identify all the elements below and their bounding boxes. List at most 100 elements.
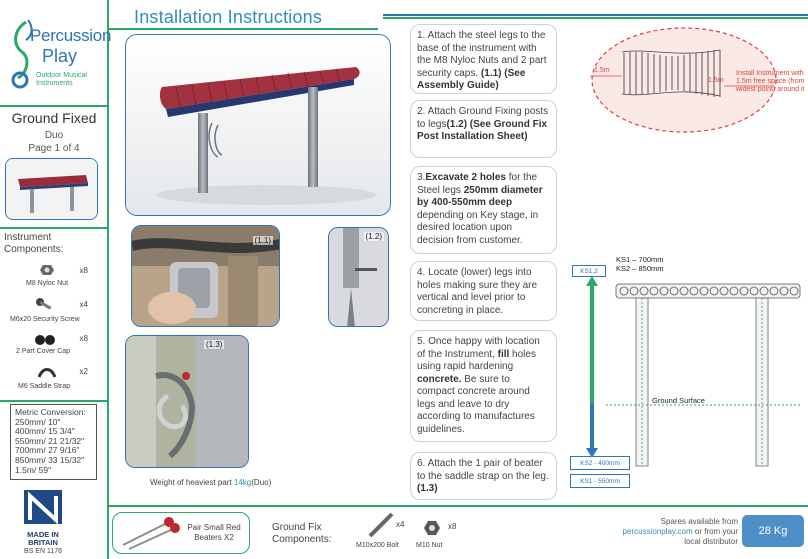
beaters-label: Pair Small Red Beaters X2: [187, 523, 241, 542]
step-text: Attach the 1 pair of beater to the saddl…: [417, 458, 549, 482]
nut-icon: [424, 521, 440, 535]
weight-note-suffix: (Duo): [251, 478, 272, 487]
step-4: 4. Locate (lower) legs into holes making…: [410, 261, 557, 321]
header-rule: [108, 28, 378, 30]
header-rule-right-green: [383, 17, 808, 19]
page-title: Installation Instructions: [134, 7, 323, 27]
made-in-label: MADE IN BRITAIN: [27, 530, 59, 547]
beaters-box: [112, 512, 250, 554]
component-label: M8 Nyloc Nut: [26, 280, 69, 287]
step-bold: concrete.: [417, 373, 462, 385]
step-number: 4.: [417, 267, 426, 278]
metric-line: 850mm/ 33 15/32": [15, 454, 85, 465]
photo-label: (1.2): [363, 232, 384, 241]
page-indicator: Page 1 of 4: [28, 143, 80, 154]
photo-step-1-3: (1.3): [125, 335, 249, 468]
brand-logo: Percussion Play Outdoor Musical Instrume…: [8, 12, 111, 100]
step-text: Be sure to compact concrete around legs …: [417, 373, 535, 435]
component-qty: x4: [79, 300, 88, 309]
component-qty: x8: [79, 266, 88, 275]
brand-subtitle: Outdoor Musical Instruments: [36, 72, 87, 87]
component-qty: x8: [79, 334, 88, 343]
cover-cap-icon: [35, 335, 55, 345]
ground-surface-label: Ground Surface: [652, 396, 705, 405]
free-space-diagram: 1.5m 1.5m: [590, 27, 777, 133]
product-title: Ground Fixed: [11, 110, 97, 126]
step-text: Once happy with location of the Instrume…: [417, 336, 540, 360]
step-text: for the Steel legs: [417, 172, 538, 196]
ground-fix-qty: x8: [448, 522, 457, 531]
metric-line: 550mm/ 21 21/32": [15, 435, 85, 446]
component-label: M6 Saddle Strap: [18, 383, 71, 390]
metric-line: Metric Conversion:: [15, 407, 86, 417]
components-heading: Instrument Components:: [4, 232, 64, 255]
metric-conversion-box: Metric Conversion: 250mm/ 10" 400mm/ 15 …: [10, 404, 97, 480]
bottom-rule: [108, 505, 808, 507]
photo-step-1-1: (1.1): [131, 225, 280, 327]
product-image: [125, 34, 391, 216]
sidebar-rule-3: [0, 400, 108, 402]
step-bold: Excavate 2 holes: [425, 172, 506, 183]
sidebar-divider: [107, 0, 109, 559]
total-weight-badge: 28 Kg: [742, 515, 804, 547]
ks1-depth-box: KS1 - 550mm: [570, 474, 630, 488]
step-2: 2. Attach Ground Fixing posts to legs(1.…: [410, 100, 557, 158]
sidebar: Percussion Play Outdoor Musical Instrume…: [0, 0, 111, 559]
screw-icon: [36, 298, 52, 310]
step-text: holes using rapid hardening: [417, 348, 536, 373]
space-left-dim: 1.5m: [594, 67, 610, 74]
step-text: depending on Key stage, in desired locat…: [417, 209, 539, 246]
bolt-icon: [368, 512, 394, 538]
spares-link[interactable]: percussionplay.com: [622, 527, 693, 536]
spares-line2: or from your local distributor: [684, 527, 738, 546]
step-5: 5. Once happy with location of the Instr…: [410, 330, 557, 442]
section-diagram: [586, 276, 802, 467]
photo-label: (1.1): [252, 236, 273, 245]
brand-name-line1: Percussion: [30, 26, 112, 45]
sidebar-rule-1: [0, 105, 108, 107]
ground-fix-label: M10x200 Bolt: [356, 542, 399, 549]
metric-line: 700mm/ 27 9/16": [15, 445, 80, 456]
step-number: 6.: [417, 458, 426, 469]
weight-note-prefix: Weight of heaviest part: [150, 478, 234, 487]
step-6: 6. Attach the 1 pair of beater to the sa…: [410, 452, 557, 500]
header-rule-right: [383, 14, 808, 16]
beater-icon: [122, 517, 180, 550]
saddle-strap-icon: [38, 368, 56, 378]
step-number: 2.: [417, 106, 426, 117]
ks2-height-label: KS2 – 850mm: [616, 264, 664, 273]
step-3: 3.Excavate 2 holes for the Steel legs 25…: [410, 166, 557, 254]
nut-icon: [40, 265, 54, 275]
free-space-note: Install Instrument with 1.5m free space …: [736, 70, 805, 93]
weight-note-value: 14kg: [233, 478, 252, 487]
music-note-icon: [11, 19, 33, 89]
ground-fix-heading: Ground Fix Components:: [272, 522, 332, 545]
step-number: 1.: [417, 30, 426, 41]
ks2-depth-box: KS2 - 400mm: [570, 456, 630, 470]
product-variant: Duo: [44, 130, 64, 141]
step-text: Attach the steel legs to the base of the…: [417, 30, 547, 79]
metric-line: 250mm/ 10": [15, 416, 61, 427]
component-label: M6x20 Security Screw: [10, 316, 80, 323]
photo-step-1-2: (1.2): [328, 227, 389, 327]
step-ref: (1.1) (See Assembly Guide): [417, 67, 526, 92]
step-bold: 250mm diameter by 400-550mm deep: [417, 184, 543, 209]
standard-label: BS EN 1176: [24, 548, 63, 555]
weight-note: Weight of heaviest part 14kg(Duo): [150, 478, 271, 487]
made-in-britain-logo: [24, 490, 62, 525]
ground-fix-label: M10 Nut: [416, 542, 443, 549]
ground-fix-qty: x4: [396, 520, 405, 529]
step-1: 1. Attach the steel legs to the base of …: [410, 24, 557, 94]
ground-fix-bolt: x4 M10x200 Bolt: [356, 512, 416, 552]
ks-height-box: KS1,2: [572, 265, 606, 277]
made-in-britain-badge: MADE IN BRITAIN BS EN 1176: [24, 490, 62, 555]
photo-label: (1.3): [204, 340, 225, 349]
metric-line: 400mm/ 15 3/4": [15, 426, 75, 437]
component-label: 2 Part Cover Cap: [16, 348, 71, 355]
ground-fix-nut: x8 M10 Nut: [416, 512, 466, 552]
step-ref: (1.3): [417, 483, 438, 494]
sidebar-rule-2: [0, 227, 108, 229]
product-thumbnail: [5, 158, 98, 220]
component-qty: x2: [79, 367, 88, 376]
step-ref: (1.2) (See Ground Fix Post Installation …: [417, 118, 548, 143]
